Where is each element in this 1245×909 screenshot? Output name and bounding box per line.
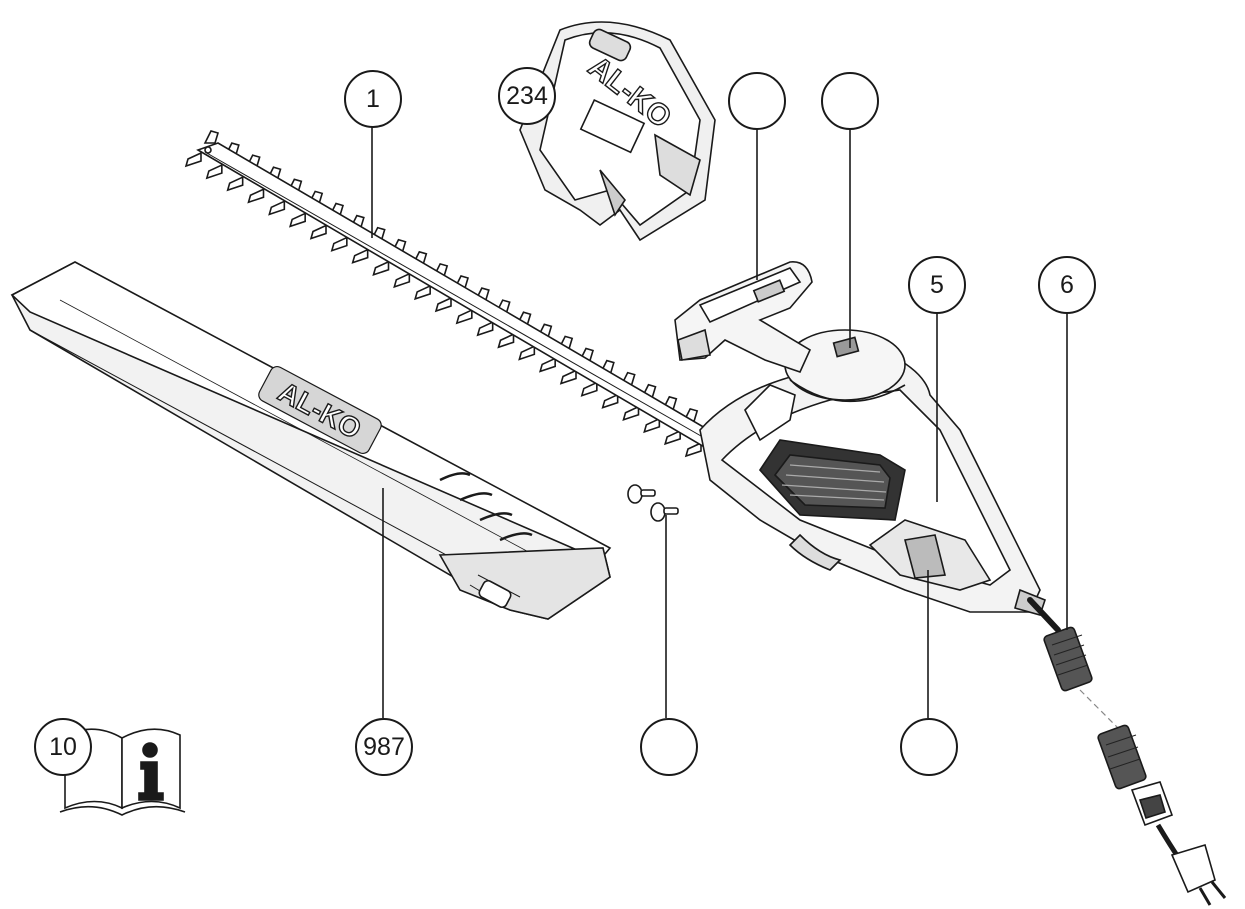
- blade-tooth: [184, 151, 202, 168]
- blade-tooth: [497, 332, 515, 349]
- cable-strain-relief-lower: [1097, 724, 1147, 790]
- callout-6: 6: [1038, 256, 1096, 314]
- callout-987: 987: [355, 718, 413, 776]
- callout-front-handle: [728, 72, 786, 130]
- blade-tooth: [559, 369, 577, 385]
- blade-tooth: [330, 236, 348, 252]
- callout-5-number: 5: [930, 270, 944, 299]
- callout-234: 234: [498, 67, 556, 125]
- callout-switch-button: [821, 72, 879, 130]
- callout-1: 1: [344, 70, 402, 128]
- callout-10: 10: [34, 718, 92, 776]
- blade-tooth: [309, 224, 327, 240]
- blade-tooth: [351, 248, 369, 264]
- blade-tooth: [372, 260, 390, 276]
- blade-tooth: [268, 200, 286, 216]
- blade-tooth: [413, 284, 431, 301]
- callout-trigger: [900, 718, 958, 776]
- leader-lines: [371, 126, 1068, 718]
- blade-tooth: [247, 187, 265, 204]
- blade-tooth: [203, 130, 219, 144]
- cable-strain-relief-upper: [1043, 626, 1093, 692]
- screws: [627, 484, 679, 522]
- front-handle: [674, 261, 813, 373]
- blade-tooth: [205, 163, 223, 180]
- blade-tooth: [538, 357, 556, 373]
- blade-tooth: [434, 296, 452, 313]
- callout-5: 5: [908, 256, 966, 314]
- blade-guard: AL-KO: [10, 261, 612, 620]
- blade-tooth: [622, 405, 640, 421]
- power-cable: [1027, 597, 1227, 906]
- callout-1-number: 1: [366, 84, 380, 113]
- blade-tooth: [518, 345, 536, 361]
- blade-tooth: [580, 381, 598, 397]
- blade-tip-rivet: [204, 146, 212, 154]
- motor-housing: [699, 329, 1046, 616]
- blade-tooth: [393, 272, 411, 289]
- blade-tooth: [226, 175, 244, 192]
- blade-tooth: [601, 393, 619, 409]
- callout-6-number: 6: [1060, 270, 1074, 299]
- blade-tooth: [643, 417, 661, 434]
- callout-10-number: 10: [49, 732, 77, 761]
- blade-tooth: [288, 212, 306, 228]
- callout-234-number: 234: [506, 81, 548, 110]
- hand-guard: AL-KO: [519, 21, 716, 242]
- blade-tooth: [476, 320, 494, 337]
- blade-teeth-bottom: [184, 151, 702, 458]
- callout-987-number: 987: [363, 732, 405, 761]
- callout-screws: [640, 718, 698, 776]
- blade-tooth: [663, 429, 681, 446]
- cutting-blade: [184, 130, 719, 458]
- blade-tooth: [455, 308, 473, 325]
- blade-tooth: [684, 441, 702, 458]
